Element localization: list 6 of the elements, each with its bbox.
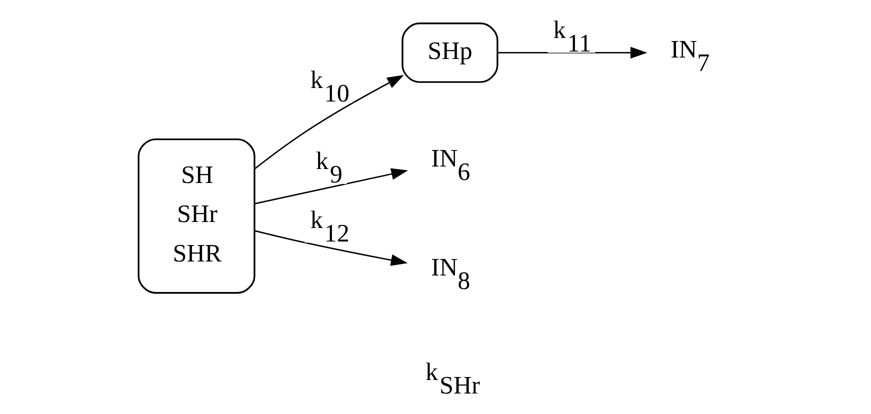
node-box: SH SHr SHR: [137, 138, 255, 294]
arrow: [254, 168, 408, 204]
arrow: [497, 46, 647, 59]
arrow: [254, 230, 408, 266]
arrow: [254, 75, 404, 170]
node-box: SHp: [401, 22, 498, 83]
